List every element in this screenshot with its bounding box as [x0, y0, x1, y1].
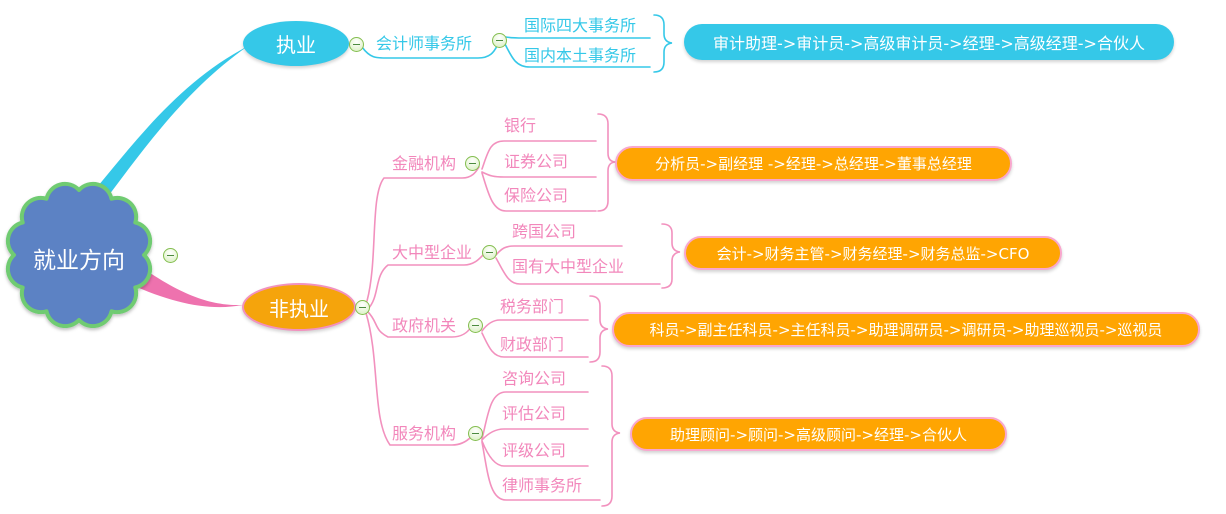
career-path-enterprise[interactable]: 会计->财务主管->财务经理->财务总监->CFO [684, 236, 1062, 270]
root-topic-label[interactable]: 就业方向 [33, 248, 125, 274]
node-practicing[interactable]: 执业 [243, 21, 349, 66]
minus-icon [496, 39, 503, 42]
minus-icon [167, 254, 174, 257]
nonpracticing-collapse-icon[interactable] [355, 300, 370, 315]
financial-collapse-icon[interactable] [465, 156, 480, 171]
practicing-collapse-icon[interactable] [349, 37, 364, 52]
leaf-rating-company[interactable]: 评级公司 [502, 441, 567, 460]
service-collapse-icon[interactable] [468, 426, 483, 441]
leaf-tax-department[interactable]: 税务部门 [500, 297, 565, 316]
leaf-domestic-firms[interactable]: 国内本土事务所 [524, 46, 637, 65]
leaf-international-big4[interactable]: 国际四大事务所 [524, 16, 637, 35]
node-financial-institutions[interactable]: 金融机构 [392, 154, 457, 173]
minus-icon [353, 43, 360, 46]
minus-icon [486, 251, 493, 254]
leaf-finance-department[interactable]: 财政部门 [500, 335, 565, 354]
career-path-service[interactable]: 助理顾问->顾问->高级顾问->经理->合伙人 [630, 417, 1007, 451]
career-path-finance[interactable]: 分析员->副经理 ->经理->总经理->董事总经理 [615, 146, 1012, 181]
minus-icon [472, 432, 479, 435]
node-government-agencies[interactable]: 政府机关 [392, 316, 457, 335]
career-path-government[interactable]: 科员->副主任科员->主任科员->助理调研员->调研员->助理巡视员->巡视员 [612, 312, 1200, 347]
leaf-multinational-company[interactable]: 跨国公司 [512, 222, 577, 241]
node-large-enterprises[interactable]: 大中型企业 [392, 243, 473, 262]
career-path-audit[interactable]: 审计助理->审计员->高级审计员->经理->高级经理->合伙人 [684, 24, 1174, 60]
government-collapse-icon[interactable] [468, 318, 483, 333]
leaf-consulting-company[interactable]: 咨询公司 [502, 369, 567, 388]
node-accounting-firms[interactable]: 会计师事务所 [376, 34, 473, 53]
leaf-bank[interactable]: 银行 [504, 116, 537, 135]
node-service-institutions[interactable]: 服务机构 [392, 424, 457, 443]
root-collapse-icon[interactable] [163, 248, 178, 263]
leaf-securities-company[interactable]: 证券公司 [504, 152, 569, 171]
branch-curve-practicing [72, 46, 248, 228]
leaf-state-owned-enterprise[interactable]: 国有大中型企业 [512, 257, 625, 276]
leaf-law-firm[interactable]: 律师事务所 [502, 476, 583, 495]
root-cloud-shape [5, 181, 153, 329]
enterprises-collapse-icon[interactable] [482, 245, 497, 260]
minus-icon [472, 324, 479, 327]
node-nonpracticing[interactable]: 非执业 [242, 283, 356, 331]
leaf-appraisal-company[interactable]: 评估公司 [502, 404, 567, 423]
leaf-insurance-company[interactable]: 保险公司 [504, 186, 569, 205]
accounting-firms-collapse-icon[interactable] [492, 33, 507, 48]
minus-icon [359, 306, 366, 309]
minus-icon [469, 162, 476, 165]
